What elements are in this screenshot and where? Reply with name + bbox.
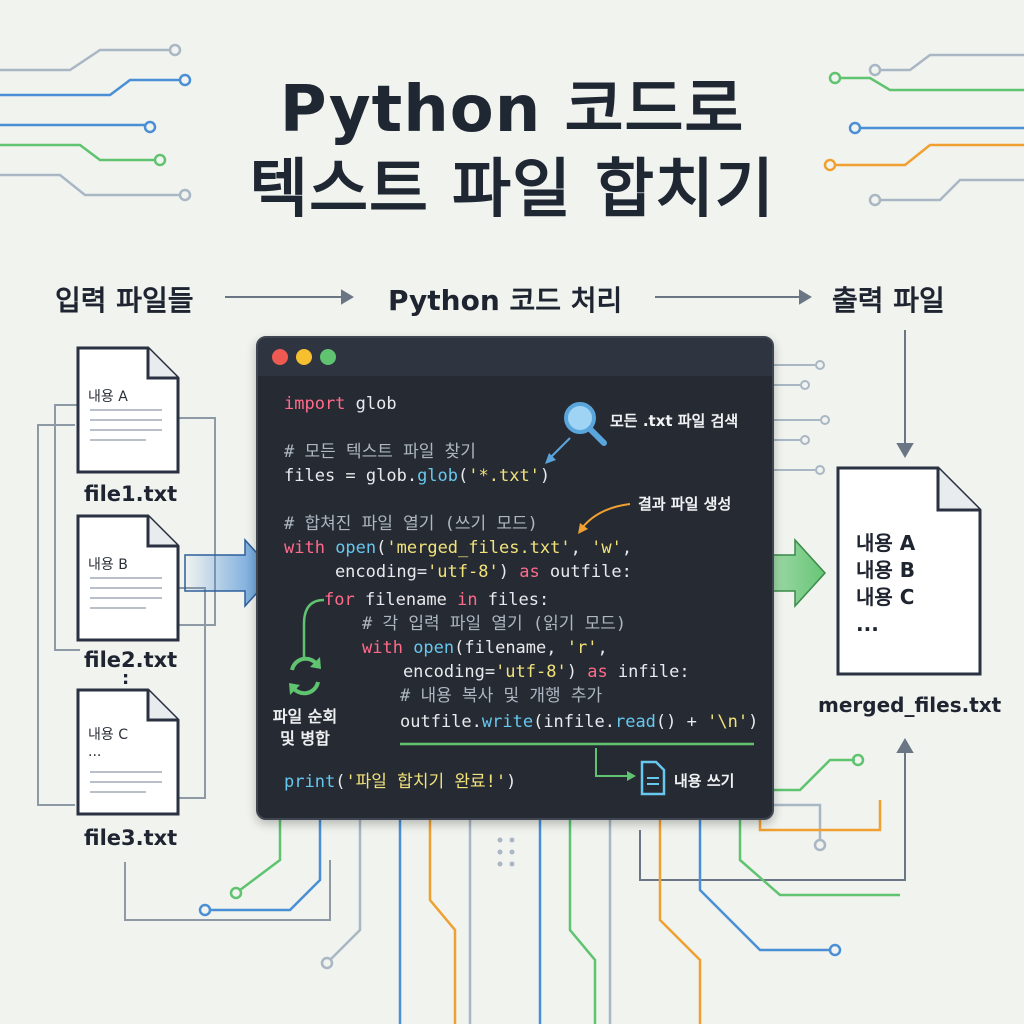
window-minimize-button[interactable] <box>296 349 312 365</box>
input-file-2-name: file2.txt <box>84 648 178 672</box>
bottom-dots <box>497 837 515 867</box>
file-content: 내용 A <box>88 389 128 405</box>
output-line: ... <box>856 612 879 636</box>
code-line-4: # 합쳐진 파일 열기 (쓰기 모드) <box>284 514 538 534</box>
code-line-1: import glob <box>284 394 397 414</box>
file-icon <box>836 466 982 676</box>
create-annotation: 결과 파일 생성 <box>638 495 732 513</box>
code-line-5: with open('merged_files.txt', 'w', <box>284 538 633 558</box>
file-icon <box>76 514 180 642</box>
code-line-3: files = glob.glob('*.txt') <box>284 466 551 486</box>
input-file-3-name: file3.txt <box>84 826 178 850</box>
flow-arrows <box>225 289 914 881</box>
window-maximize-button[interactable] <box>320 349 336 365</box>
input-file-1: 내용 A <box>76 346 180 478</box>
document-icon <box>640 760 666 796</box>
code-line-13: print('파일 합치기 완료!') <box>284 772 517 792</box>
circuit-right-window <box>770 360 830 475</box>
file-icon <box>76 688 180 816</box>
file-content: 내용 B <box>88 557 128 573</box>
code-annotations <box>289 402 754 796</box>
input-files-label: 입력 파일들 <box>55 284 194 317</box>
input-file-2: 내용 B <box>76 514 180 646</box>
window-titlebar <box>258 338 772 376</box>
file-content: 내용 C <box>88 727 128 743</box>
input-file-1-name: file1.txt <box>84 482 178 506</box>
code-line-7: for filename in files: <box>324 590 550 610</box>
file-content-extra: ... <box>88 744 102 760</box>
output-file-name: merged_files.txt <box>818 693 1002 717</box>
ellipsis-vertical: : <box>122 668 130 689</box>
file-icon <box>76 346 180 474</box>
output-line: 내용 C <box>856 585 915 609</box>
search-annotation: 모든 .txt 파일 검색 <box>610 412 739 430</box>
code-window: import glob # 모든 텍스트 파일 찾기 files = glob.… <box>256 336 774 820</box>
output-line: 내용 A <box>856 531 916 555</box>
search-icon <box>564 402 607 446</box>
write-annotation: 내용 쓰기 <box>674 772 735 790</box>
title-line-2: 텍스트 파일 합치기 <box>249 153 775 227</box>
input-bracket-lines <box>37 404 331 921</box>
process-label: Python 코드 처리 <box>388 284 623 317</box>
code-line-8: # 각 입력 파일 열기 (읽기 모드) <box>362 614 627 634</box>
circuit-top-right <box>823 53 1024 207</box>
output-file <box>836 466 982 680</box>
code-line-2: # 모든 텍스트 파일 찾기 <box>284 442 476 462</box>
circuit-bottom <box>198 753 900 1024</box>
code-line-10: encoding='utf-8') as infile: <box>362 662 690 682</box>
circuit-top-left <box>0 43 192 202</box>
loop-annotation: 파일 순회 및 병합 <box>272 707 338 748</box>
code-line-11: # 내용 복사 및 개행 추가 <box>400 686 603 706</box>
output-line: 내용 B <box>856 558 916 582</box>
output-file-label: 출력 파일 <box>832 284 945 317</box>
code-line-9: with open(filename, 'r', <box>362 638 608 658</box>
output-file-content: 내용 A 내용 B 내용 C ... <box>856 530 915 638</box>
title-line-1: Python 코드로 <box>279 73 745 147</box>
code-line-12: outfile.write(infile.read() + '\n') <box>400 712 759 732</box>
window-close-button[interactable] <box>272 349 288 365</box>
code-line-6: encoding='utf-8') as outfile: <box>294 562 632 582</box>
refresh-icon <box>289 656 321 696</box>
input-file-3: 내용 C ... <box>76 688 180 820</box>
